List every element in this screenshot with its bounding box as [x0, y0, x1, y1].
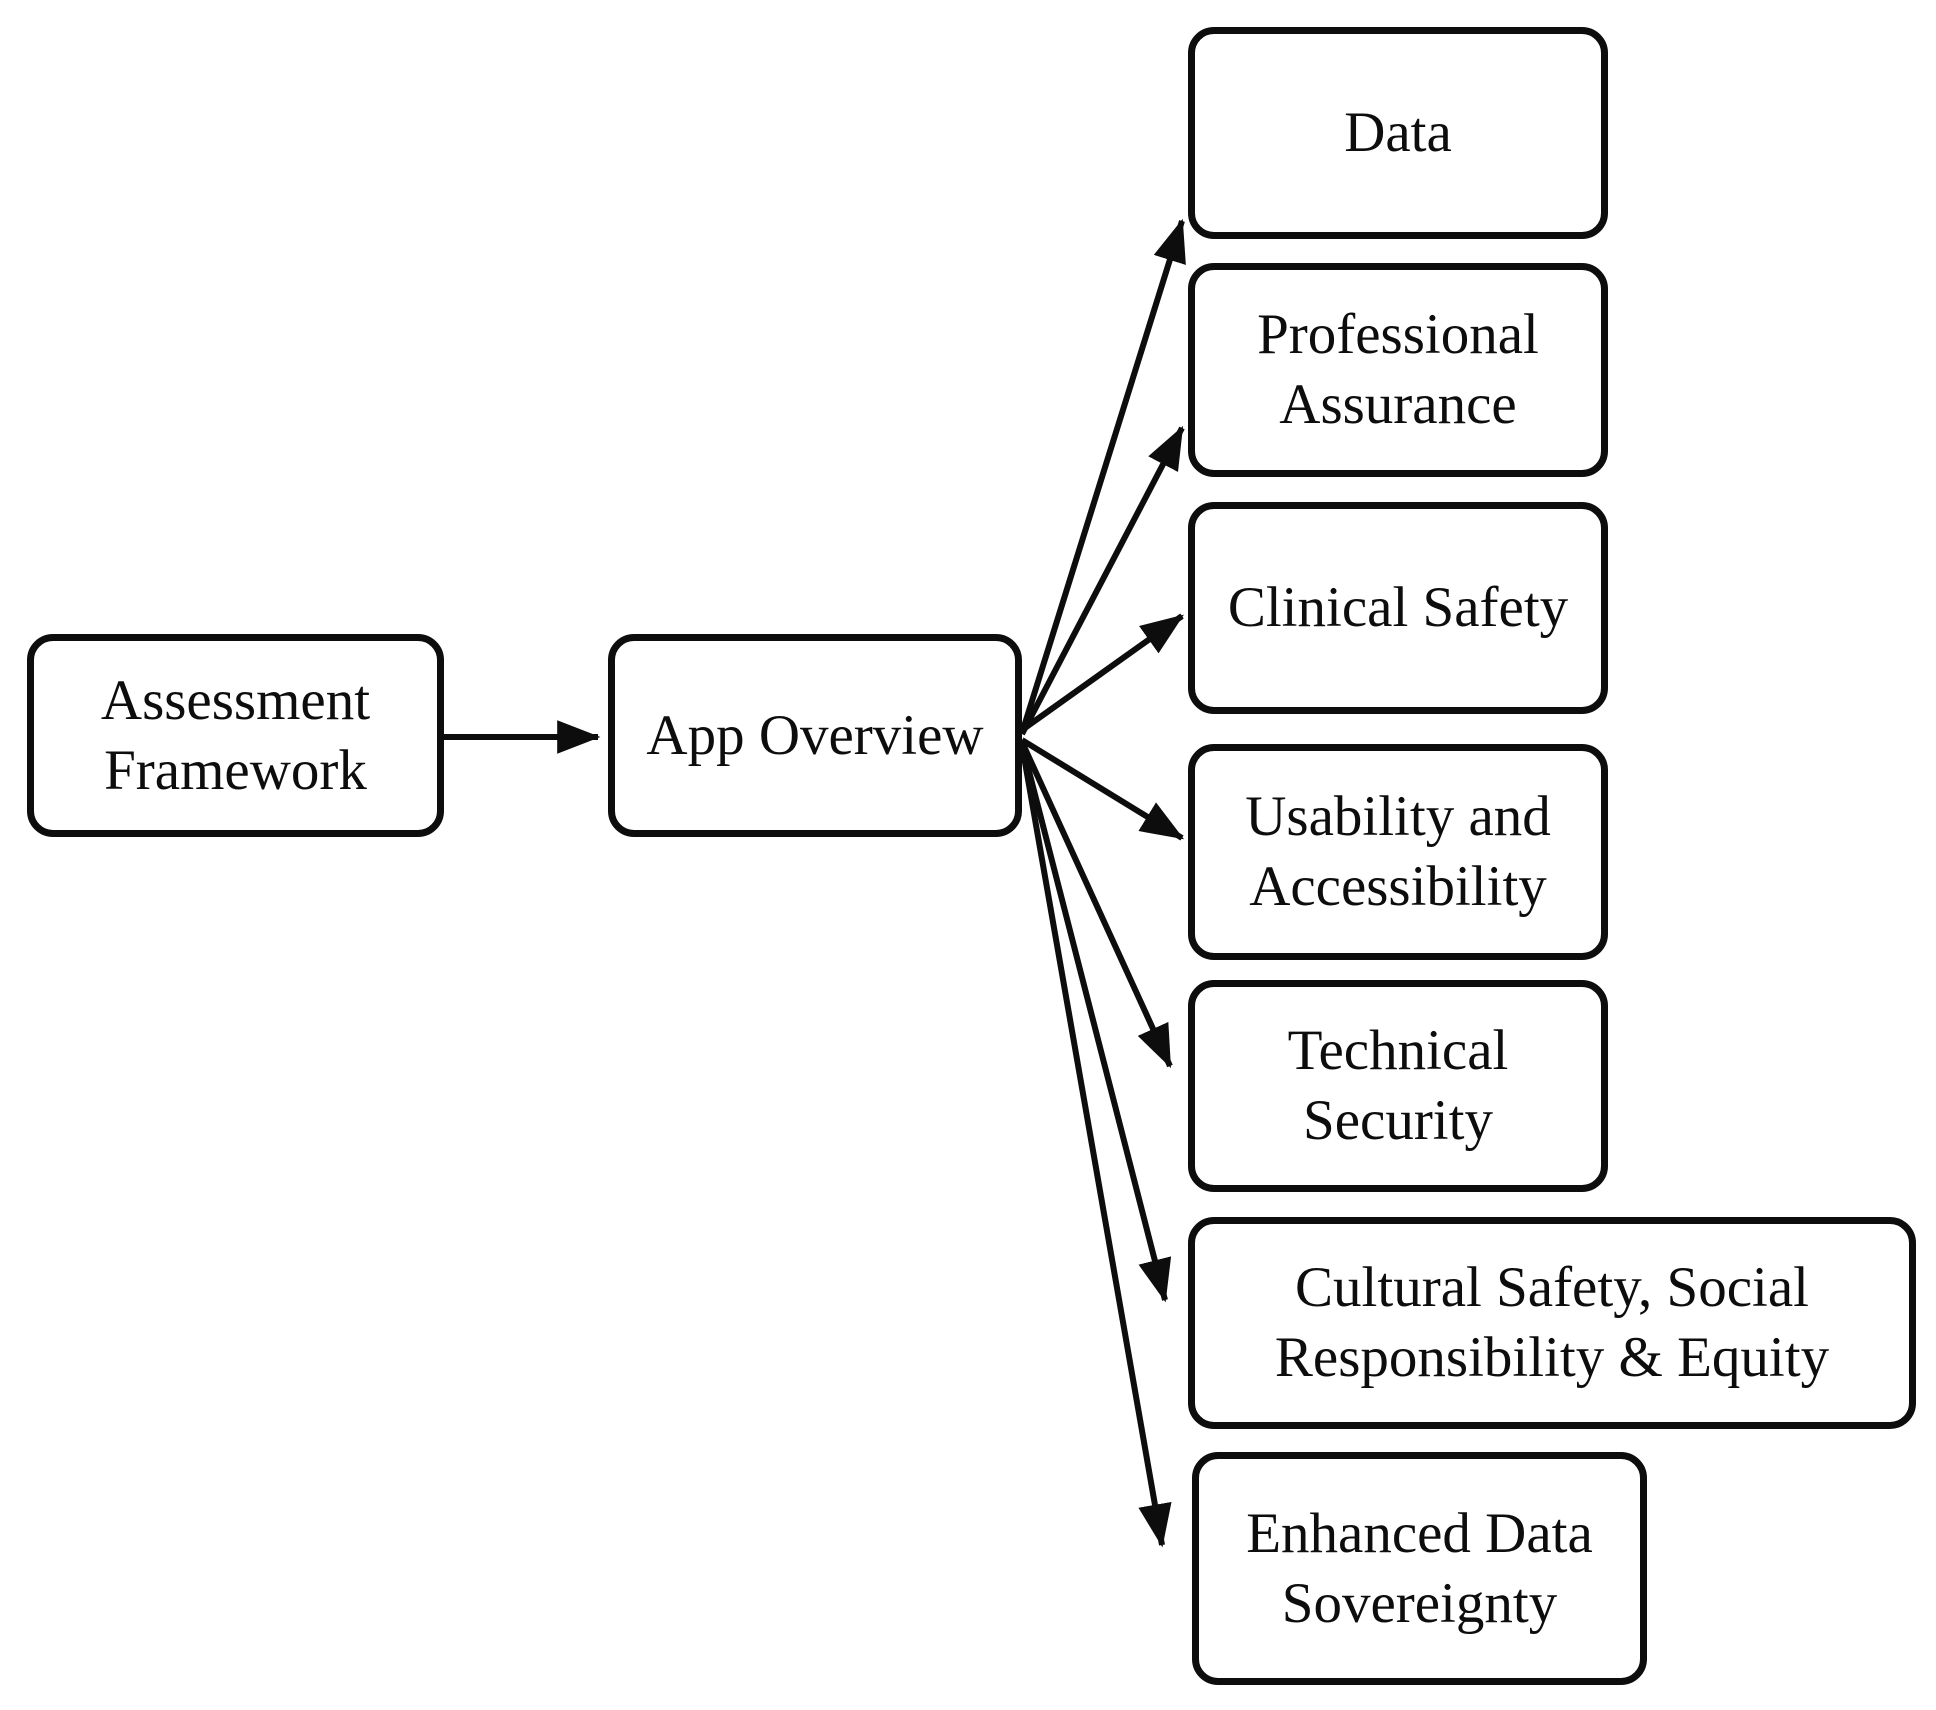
node-clinical-safety-label: Clinical Safety	[1227, 576, 1569, 640]
node-cultural-safety: Cultural Safety, Social Responsibility &…	[1188, 1217, 1916, 1429]
node-professional-assurance-label: Professional Assurance	[1257, 303, 1539, 436]
node-enhanced-data-sovereignty-label: Enhanced Data Sovereignty	[1246, 1501, 1593, 1635]
arrow-app-overview-to-professional-assurance	[1019, 425, 1185, 736]
arrow-app-overview-to-cultural-safety	[1019, 743, 1172, 1303]
arrow-app-overview-to-technical-security	[1019, 740, 1173, 1069]
node-data: Data	[1188, 27, 1608, 239]
node-technical-security-label: Technical Security	[1287, 1019, 1509, 1152]
arrow-app-overview-to-enhanced-data-sovereignty	[1019, 744, 1172, 1548]
node-app-overview-label: App Overview	[646, 703, 984, 767]
node-clinical-safety: Clinical Safety	[1188, 502, 1608, 714]
node-data-label: Data	[1344, 101, 1452, 165]
arrow-app-overview-to-clinical-safety	[1020, 613, 1184, 733]
node-enhanced-data-sovereignty: Enhanced Data Sovereignty	[1192, 1452, 1647, 1685]
node-cultural-safety-label: Cultural Safety, Social Responsibility &…	[1274, 1256, 1830, 1389]
node-assessment-framework: Assessment Framework	[27, 634, 444, 837]
arrow-app-overview-to-data	[1019, 218, 1186, 734]
node-usability-accessibility-label: Usability and Accessibility	[1245, 785, 1551, 918]
node-usability-accessibility: Usability and Accessibility	[1188, 744, 1608, 960]
arrow-app-overview-to-usability-accessibility	[1020, 737, 1185, 841]
node-app-overview: App Overview	[608, 634, 1022, 837]
node-professional-assurance: Professional Assurance	[1188, 263, 1608, 477]
node-technical-security: Technical Security	[1188, 980, 1608, 1192]
node-assessment-framework-label: Assessment Framework	[100, 668, 371, 802]
